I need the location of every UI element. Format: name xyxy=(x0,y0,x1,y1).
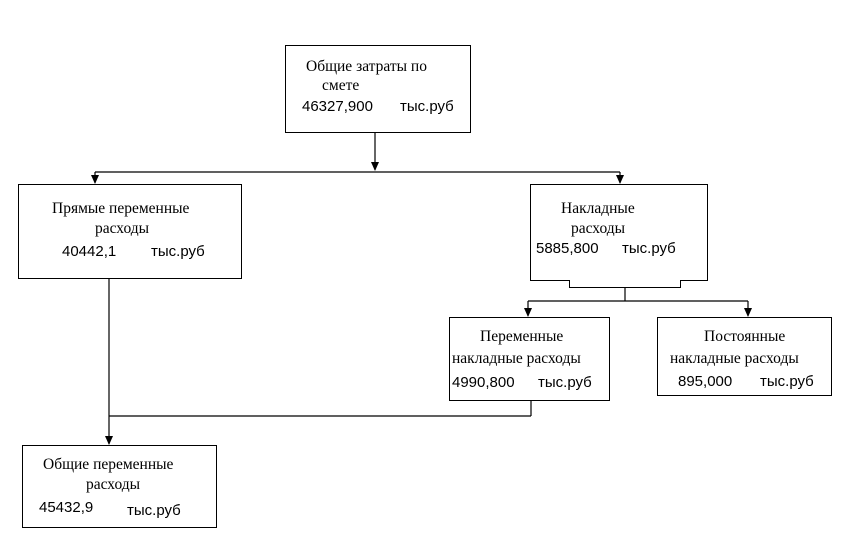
overhead-box-bottom-bar xyxy=(569,280,681,288)
total-costs-title-line1: Общие затраты по xyxy=(306,58,427,75)
total-variable-costs-box: Общие переменные расходы 45432,9 тыс.руб xyxy=(22,445,217,528)
variable-overhead-title-line2: накладные расходы xyxy=(452,350,581,367)
variable-overhead-box: Переменные накладные расходы 4990,800 ты… xyxy=(449,317,610,401)
fixed-overhead-unit: тыс.руб xyxy=(760,373,814,390)
total-variable-costs-title-line1: Общие переменные xyxy=(43,456,174,473)
direct-variable-costs-value: 40442,1 xyxy=(62,243,117,260)
direct-variable-costs-title-line2: расходы xyxy=(95,220,150,237)
total-variable-costs-unit: тыс.руб xyxy=(127,502,181,519)
total-variable-costs-value: 45432,9 xyxy=(39,499,94,516)
variable-overhead-value: 4990,800 xyxy=(452,374,515,391)
overhead-costs-title-line2: расходы xyxy=(571,220,626,237)
total-costs-value: 46327,900 xyxy=(302,98,373,115)
overhead-costs-title-line1: Накладные xyxy=(561,200,635,217)
fixed-overhead-box: Постоянные накладные расходы 895,000 тыс… xyxy=(657,317,832,396)
overhead-costs-box: Накладные расходы 5885,800 тыс.руб xyxy=(530,184,708,281)
fixed-overhead-title-line2: накладные расходы xyxy=(670,350,799,367)
variable-overhead-unit: тыс.руб xyxy=(538,374,592,391)
overhead-costs-value: 5885,800 xyxy=(536,240,599,257)
fixed-overhead-title-line1: Постоянные xyxy=(704,328,786,345)
direct-variable-costs-unit: тыс.руб xyxy=(151,243,205,260)
total-costs-box: Общие затраты по смете 46327,900 тыс.руб xyxy=(285,45,471,133)
direct-variable-costs-box: Прямые переменные расходы 40442,1 тыс.ру… xyxy=(18,184,242,279)
direct-variable-costs-title-line1: Прямые переменные xyxy=(52,200,190,217)
total-costs-unit: тыс.руб xyxy=(400,98,454,115)
total-variable-costs-title-line2: расходы xyxy=(86,476,141,493)
fixed-overhead-value: 895,000 xyxy=(678,373,733,390)
total-costs-title-line2: смете xyxy=(322,77,360,94)
overhead-costs-unit: тыс.руб xyxy=(622,240,676,257)
variable-overhead-title-line1: Переменные xyxy=(480,328,564,345)
